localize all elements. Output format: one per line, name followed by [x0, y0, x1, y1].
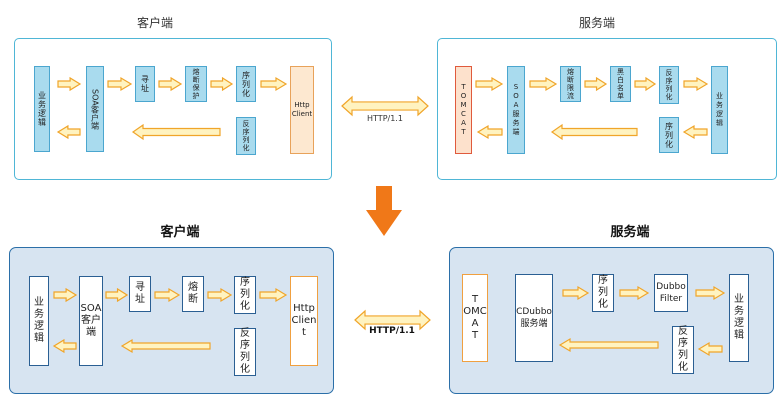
top-server-tomcat: T O M C A T: [455, 66, 472, 154]
top-arrow-seq-http: [260, 76, 288, 92]
top-arrow-soa-limit: [529, 76, 558, 92]
bottom-server-cdubbo: CDubbo 服务端: [515, 274, 553, 362]
top-client-title: 客户端: [136, 16, 173, 30]
top-server-serialize: 序 列 化: [659, 117, 679, 153]
top-arrow-soa-biz: [56, 124, 81, 140]
top-server-title: 服务端: [578, 16, 615, 30]
bottom-client-title: 客户端: [160, 225, 200, 240]
bottom-client-deserialize: 反 序 列 化: [234, 328, 256, 376]
bottom-client-http-client: Http Clien t: [290, 276, 318, 366]
bottom-client-fuse: 熔 断: [182, 276, 204, 312]
bottom-arrow-addr-fuse: [154, 287, 181, 303]
bottom-arrow-seq-filter: [619, 285, 650, 301]
bottom-protocol-double-arrow: [354, 309, 431, 331]
top-server-soa: S O A 服 务 端: [507, 66, 525, 154]
top-arrow-soa-addr: [107, 76, 133, 92]
bottom-server-biz-logic: 业 务 逻 辑: [729, 274, 749, 362]
top-protocol-label: HTTP/1.1: [367, 114, 403, 123]
bottom-protocol-label: HTTP/1.1: [369, 326, 415, 336]
bottom-server-title: 服务端: [610, 225, 650, 240]
bottom-client-panel: [9, 247, 334, 394]
top-arrow-return-long: [131, 123, 221, 141]
top-arrow-addr-fuse: [158, 76, 183, 92]
top-server-blackwhite-list: 黑 白 名 单: [610, 66, 631, 102]
bottom-arrow-seq-http: [259, 287, 288, 303]
bottom-arrow-soa-biz: [52, 338, 77, 354]
top-arrow-return-long-server: [550, 123, 638, 141]
bottom-arrow-return-long-server: [558, 337, 659, 353]
top-client-fuse-protect: 熔 断 保 护: [185, 66, 207, 102]
top-client-addressing: 寻 址: [135, 66, 155, 102]
top-server-biz-logic: 业 务 逻 辑: [711, 66, 728, 154]
top-arrow-limit-bw: [584, 76, 608, 92]
bottom-client-addressing: 寻 址: [129, 276, 151, 312]
top-server-fuse-limit: 熔 断 限 流: [560, 66, 581, 102]
bottom-arrow-biz-soa: [53, 287, 78, 303]
bottom-arrow-cdubbo-seq: [562, 285, 590, 301]
bottom-server-panel: [449, 247, 774, 394]
top-protocol-double-arrow: [341, 95, 429, 117]
bottom-server-tomcat: T OMC A T: [462, 274, 488, 362]
bottom-client-soa: SOA 客户 端: [79, 276, 103, 366]
bottom-server-serialize: 序 列 化: [592, 274, 614, 312]
top-arrow-biz-soa: [57, 76, 82, 92]
bottom-client-serialize: 序 列 化: [234, 276, 256, 314]
top-client-soa: SOA客户端: [86, 66, 104, 152]
top-server-deserialize: 反 序 列 化: [659, 66, 679, 104]
bottom-client-biz-logic: 业 务 逻 辑: [29, 276, 49, 366]
bottom-arrow-fuse-seq: [207, 287, 233, 303]
top-client-serialize: 序 列 化: [236, 66, 256, 102]
top-arrow-fuse-seq: [210, 76, 234, 92]
bottom-arrow-return-long: [120, 338, 211, 354]
transform-down-arrow-icon: [366, 186, 402, 236]
bottom-arrow-soa-addr: [105, 287, 129, 303]
bottom-server-dubbo-filter: Dubbo Filter: [654, 274, 688, 312]
top-arrow-tomcat-soa: [475, 76, 504, 92]
bottom-server-deserialize: 反 序 列 化: [672, 326, 694, 374]
top-client-biz-logic: 业务 逻辑: [34, 66, 50, 152]
top-client-panel: [14, 38, 332, 180]
top-arrow-biz-seq: [682, 124, 708, 140]
top-arrow-bw-deseq: [634, 76, 657, 92]
bottom-arrow-biz-deseq: [697, 341, 723, 357]
top-arrow-deseq-biz: [683, 76, 709, 92]
top-arrow-soa-tomcat: [476, 124, 503, 140]
top-client-deserialize: 反 序 列 化: [236, 117, 256, 155]
top-client-http-client: Http Client: [290, 66, 314, 154]
bottom-arrow-filter-biz: [695, 285, 726, 301]
